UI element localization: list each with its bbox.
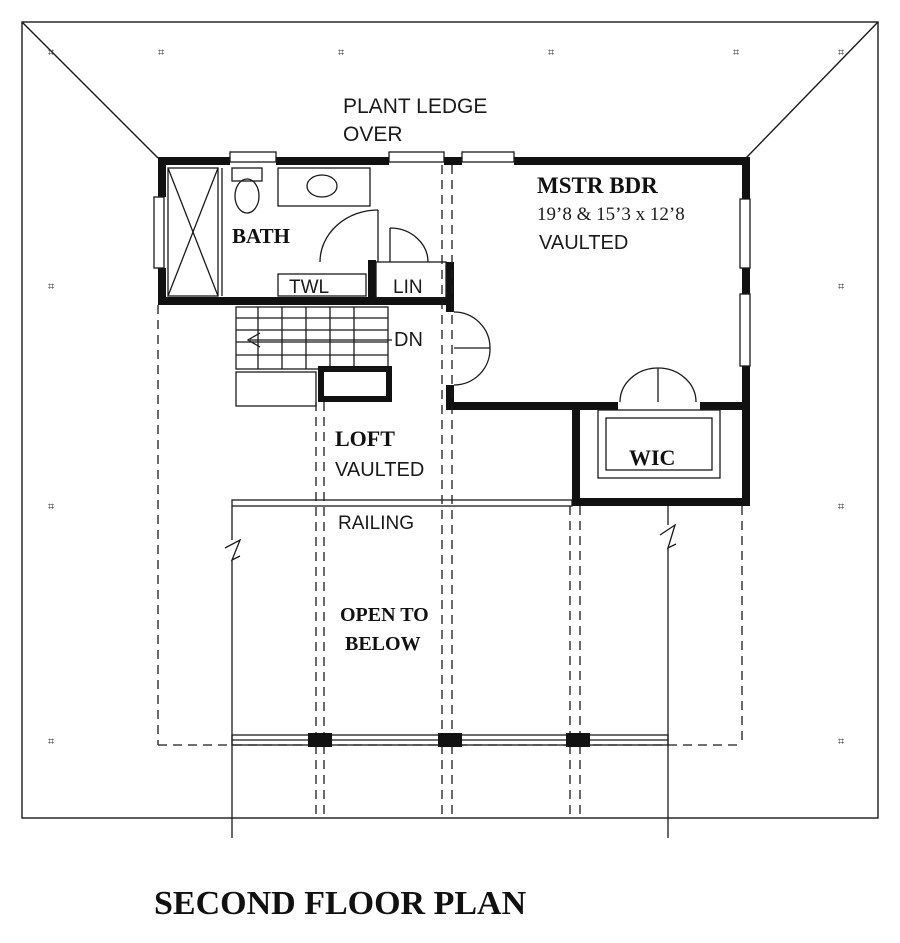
- svg-text:⌗: ⌗: [838, 46, 844, 59]
- master-bedroom-dimensions: 19’8 & 15’3 x 12’8: [537, 204, 685, 225]
- svg-text:⌗: ⌗: [48, 735, 54, 748]
- svg-text:⌗: ⌗: [48, 280, 54, 293]
- stairs: [235, 306, 392, 407]
- bath-label: BATH: [232, 224, 290, 248]
- wic-label: WIC: [629, 445, 675, 470]
- svg-text:⌗: ⌗: [48, 500, 54, 513]
- walls: [158, 157, 750, 506]
- svg-text:⌗: ⌗: [48, 46, 54, 59]
- plant-ledge-label-line1: PLANT LEDGE: [343, 95, 487, 118]
- towel-label: TWL: [289, 277, 329, 298]
- roof-tie-markers: ⌗ ⌗ ⌗ ⌗ ⌗ ⌗ ⌗ ⌗ ⌗ ⌗ ⌗ ⌗: [48, 46, 844, 748]
- open-area-lines: [224, 506, 677, 838]
- svg-text:⌗: ⌗: [838, 500, 844, 513]
- svg-text:⌗: ⌗: [838, 735, 844, 748]
- stairs-down-label: DN: [394, 329, 423, 351]
- roof-outline: [21, 21, 879, 819]
- railing: [231, 499, 573, 507]
- svg-text:⌗: ⌗: [733, 46, 739, 59]
- master-bedroom-label: MSTR BDR: [537, 173, 658, 198]
- wic-closet: [597, 367, 721, 479]
- svg-text:⌗: ⌗: [548, 46, 554, 59]
- svg-text:⌗: ⌗: [338, 46, 344, 59]
- master-bedroom-ceiling: VAULTED: [539, 232, 628, 254]
- linen-label: LIN: [393, 277, 423, 298]
- railing-label: RAILING: [338, 513, 414, 534]
- plant-ledge-label-line2: OVER: [343, 123, 403, 146]
- hall-closet-doors: [453, 311, 491, 386]
- windows: [153, 151, 751, 367]
- svg-text:⌗: ⌗: [838, 280, 844, 293]
- bath-fixtures: [167, 167, 447, 299]
- plan-title: SECOND FLOOR PLAN: [154, 885, 527, 922]
- open-to-below-line1: OPEN TO: [340, 604, 429, 626]
- loft-ceiling: VAULTED: [335, 459, 424, 481]
- open-to-below-line2: BELOW: [345, 633, 421, 655]
- bottom-beam: [231, 733, 669, 747]
- loft-label: LOFT: [335, 426, 395, 451]
- svg-text:⌗: ⌗: [158, 46, 164, 59]
